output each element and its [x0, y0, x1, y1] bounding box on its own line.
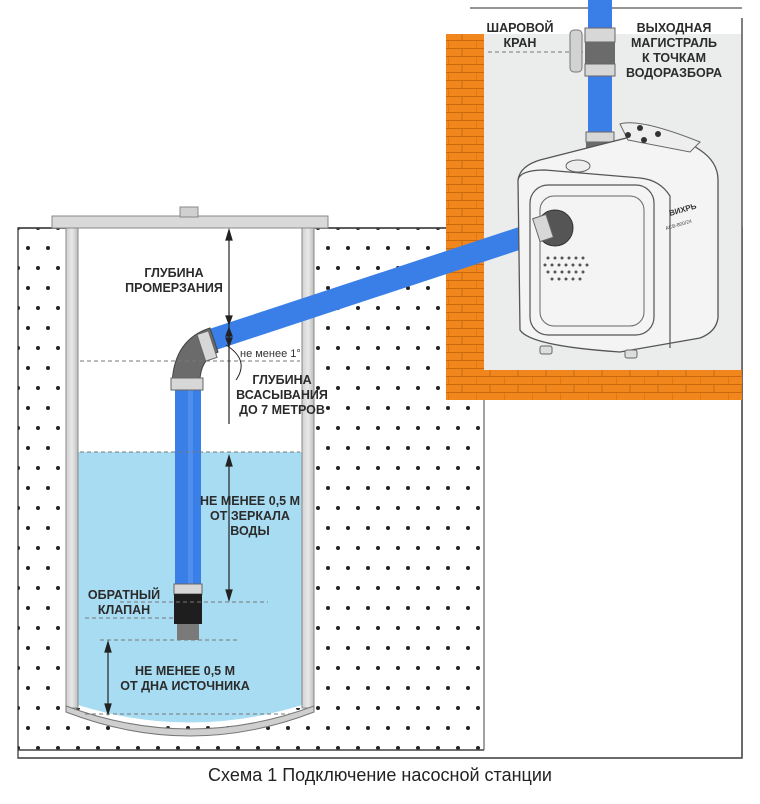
label-suction-depth-1: ГЛУБИНА	[252, 373, 311, 387]
label-outlet-3: К ТОЧКАМ	[642, 51, 706, 65]
label-from-bottom-1: НЕ МЕНЕЕ 0,5 М	[135, 664, 235, 678]
pump-vent-grille	[543, 256, 589, 281]
check-valve	[173, 583, 203, 640]
well-wall-left	[65, 227, 79, 709]
diagram-caption: Схема 1 Подключение насосной станции	[208, 765, 552, 785]
label-check-valve-2: КЛАПАН	[98, 603, 150, 617]
brick-floor	[446, 370, 742, 400]
label-outlet-2: МАГИСТРАЛЬ	[631, 36, 717, 50]
brick-wall-vertical	[446, 34, 484, 400]
well-lid	[51, 215, 329, 229]
label-from-water-surface-2: ОТ ЗЕРКАЛА	[210, 509, 290, 523]
label-from-water-surface-3: ВОДЫ	[230, 524, 269, 538]
reference-lines	[80, 51, 585, 715]
label-outlet-1: ВЫХОДНАЯ	[637, 21, 712, 35]
elbow-fitting	[170, 327, 219, 391]
label-outlet-4: ВОДОРАЗБОРА	[626, 66, 722, 80]
pump-station: ВИХРЬ АСВ-800/24	[517, 122, 719, 359]
label-ball-valve-2: КРАН	[504, 36, 537, 50]
ball-valve-handle	[569, 29, 583, 73]
dimension-arrows	[104, 227, 242, 717]
label-from-bottom-2: ОТ ДНА ИСТОЧНИКА	[120, 679, 249, 693]
suction-pipe	[175, 219, 549, 585]
label-suction-depth-3: ДО 7 МЕТРОВ	[239, 403, 325, 417]
label-from-water-surface-1: НЕ МЕНЕЕ 0,5 М	[200, 494, 300, 508]
label-slope-note: не менее 1°	[240, 348, 301, 360]
label-check-valve-1: ОБРАТНЫЙ	[88, 587, 160, 602]
well-bottom	[65, 705, 315, 737]
well-lid-handle	[179, 206, 199, 218]
label-ball-valve-1: ШАРОВОЙ	[487, 20, 554, 35]
label-freezing-depth-2: ПРОМЕРЗАНИЯ	[125, 281, 223, 295]
label-suction-depth-2: ВСАСЫВАНИЯ	[236, 388, 328, 402]
label-freezing-depth-1: ГЛУБИНА	[144, 266, 203, 280]
